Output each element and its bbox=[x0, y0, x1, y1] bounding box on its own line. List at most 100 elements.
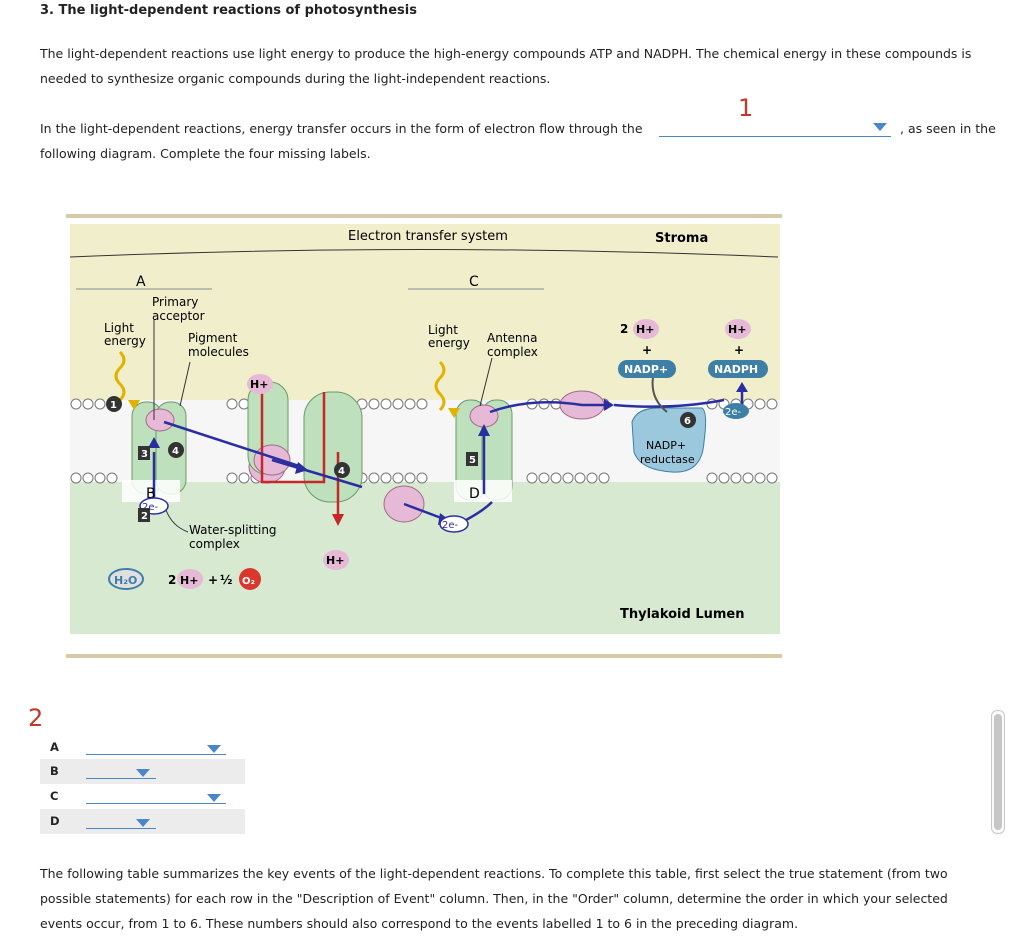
water-splitting-text-1: Water-splitting bbox=[189, 523, 277, 537]
electron-marker-3 bbox=[723, 403, 749, 419]
step-4-badge-a: 4 bbox=[168, 442, 184, 458]
label-row-c: C bbox=[40, 784, 245, 809]
electron-arrowhead-4 bbox=[478, 424, 490, 436]
h-plus-1: H+ bbox=[180, 574, 198, 587]
pigment-pointer bbox=[179, 361, 191, 407]
chevron-down-icon[interactable] bbox=[873, 123, 887, 131]
electron-path-5 bbox=[489, 401, 583, 414]
light-squiggle-1 bbox=[114, 350, 126, 402]
scrollbar[interactable] bbox=[991, 710, 1005, 834]
question-text: In the light-dependent reactions, energy… bbox=[40, 121, 643, 136]
chevron-down-icon[interactable] bbox=[207, 745, 221, 753]
lumen-region bbox=[70, 454, 780, 634]
svg-text:5: 5 bbox=[469, 455, 476, 466]
light-energy-text-4: energy bbox=[428, 336, 470, 350]
h-plus-bubble-2 bbox=[247, 374, 273, 394]
pigment-text-2: molecules bbox=[188, 345, 249, 359]
antenna-text-2: complex bbox=[487, 345, 538, 359]
plus-1: + bbox=[208, 573, 218, 587]
electron-path-7 bbox=[613, 398, 725, 408]
nadp-plus-pill bbox=[618, 360, 676, 378]
chevron-down-icon[interactable] bbox=[136, 769, 150, 777]
svg-text:2: 2 bbox=[141, 511, 148, 522]
light-energy-text-2: energy bbox=[104, 334, 146, 348]
electron-arrowhead-6 bbox=[736, 382, 748, 392]
electron-label-1: 2e- bbox=[142, 502, 159, 513]
light-reactions-diagram: Electron transfer system Stroma Thylakoi… bbox=[66, 214, 782, 658]
label-b-dropdown[interactable] bbox=[86, 778, 156, 779]
h-plus-3: H+ bbox=[326, 554, 344, 567]
chevron-down-icon[interactable] bbox=[207, 794, 221, 802]
label-row-b: B bbox=[40, 759, 245, 784]
label-row-d: D bbox=[40, 809, 245, 834]
row-letter-a: A bbox=[50, 740, 59, 754]
electron-arrowhead-1 bbox=[148, 437, 160, 448]
step-1-badge: 1 bbox=[106, 396, 122, 412]
water-coefficient: 2 bbox=[168, 573, 176, 587]
label-d-dropdown[interactable] bbox=[86, 828, 156, 829]
o2-bubble bbox=[239, 568, 261, 590]
nadp-reductase-text-1: NADP+ bbox=[646, 439, 686, 452]
electron-marker-2 bbox=[439, 515, 469, 533]
scrollbar-thumb[interactable] bbox=[994, 714, 1002, 830]
label-c: C bbox=[469, 274, 479, 290]
h-plus-5: H+ bbox=[728, 323, 746, 336]
step-6-badge: 6 bbox=[680, 412, 696, 428]
label-b-box bbox=[122, 480, 180, 502]
electron-label-2: 2e- bbox=[442, 520, 459, 531]
reaction-center-p680 bbox=[145, 408, 175, 432]
step-4-badge-b: 4 bbox=[334, 462, 350, 478]
label-b: B bbox=[146, 486, 156, 502]
light-energy-text-1: Light bbox=[104, 321, 134, 335]
svg-text:3: 3 bbox=[141, 449, 148, 460]
row-letter-c: C bbox=[50, 789, 59, 803]
nadph-pill bbox=[708, 360, 768, 378]
svg-text:4: 4 bbox=[338, 466, 345, 477]
h-plus-bubble-1 bbox=[177, 569, 203, 589]
electron-transfer-system-label: Electron transfer system bbox=[348, 229, 508, 244]
label-a-dropdown[interactable] bbox=[86, 754, 226, 755]
antenna-pointer bbox=[479, 357, 493, 407]
question-heading: 3. The light-dependent reactions of phot… bbox=[40, 3, 417, 18]
electron-flow-dropdown[interactable] bbox=[659, 118, 891, 137]
question-text-line2: following diagram. Complete the four mis… bbox=[40, 146, 371, 161]
electron-path-3 bbox=[403, 502, 445, 521]
h-plus-coefficient: 2 bbox=[620, 322, 628, 336]
electron-arrowhead-5 bbox=[604, 399, 614, 411]
light-arrowhead-1 bbox=[128, 400, 140, 410]
pigment-text-1: Pigment bbox=[188, 331, 238, 345]
svg-text:6: 6 bbox=[684, 416, 691, 427]
label-row-a: A bbox=[40, 735, 245, 760]
h2o-label: H₂O bbox=[114, 574, 137, 587]
light-arrowhead-2 bbox=[448, 408, 460, 418]
h2o-bubble bbox=[108, 568, 144, 590]
intro-paragraph: The light-dependent reactions use light … bbox=[40, 46, 972, 86]
antenna-text-1: Antenna bbox=[487, 331, 537, 345]
step-3-badge: 3 bbox=[138, 446, 150, 460]
svg-text:1: 1 bbox=[110, 400, 117, 411]
h-plus-4: H+ bbox=[636, 323, 654, 336]
row-letter-d: D bbox=[50, 814, 60, 828]
primary-acceptor-text-2: acceptor bbox=[152, 309, 205, 323]
chevron-down-icon[interactable] bbox=[136, 819, 150, 827]
label-c-dropdown[interactable] bbox=[86, 803, 226, 804]
h-plus-bubble-5 bbox=[725, 319, 751, 339]
plus-2: + bbox=[642, 343, 652, 357]
nadp-reductase-text-2: reductase bbox=[640, 453, 695, 466]
electron-path-1 bbox=[163, 420, 303, 469]
electron-path-2 bbox=[271, 458, 363, 489]
h-plus-bubble-3 bbox=[323, 550, 349, 570]
water-splitting-text-2: complex bbox=[189, 537, 240, 551]
label-a: A bbox=[136, 274, 146, 290]
step-2-badge: 2 bbox=[138, 508, 150, 522]
light-energy-text-3: Light bbox=[428, 323, 458, 337]
h-plus-2: H+ bbox=[250, 378, 268, 391]
o2-label: O₂ bbox=[242, 576, 255, 587]
half: ½ bbox=[220, 573, 232, 587]
nadph: NADPH bbox=[714, 363, 758, 376]
question-text-suffix: , as seen in the bbox=[900, 121, 996, 136]
handwritten-annotation-1: 1 bbox=[738, 94, 754, 122]
label-d: D bbox=[469, 486, 480, 502]
thylakoid-lumen-label: Thylakoid Lumen bbox=[620, 607, 745, 622]
electron-label-3: 2e- bbox=[725, 407, 742, 418]
